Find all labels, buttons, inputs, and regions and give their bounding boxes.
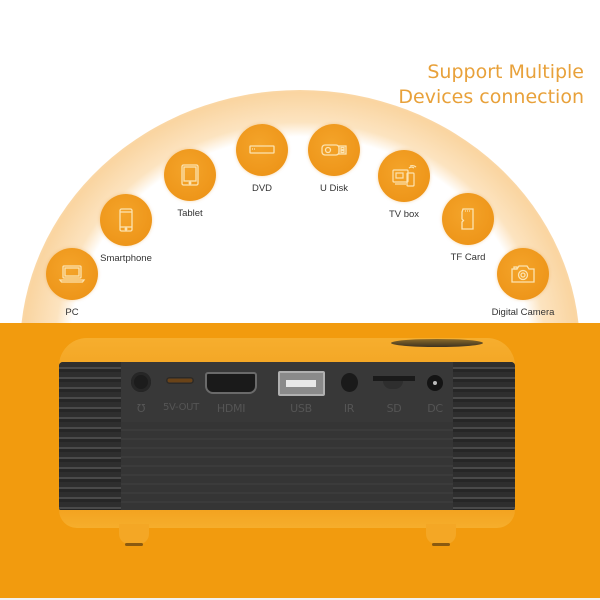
panel-ribs <box>121 422 453 510</box>
port-label-5v-out: 5V-OUT <box>162 402 199 413</box>
headline: Support Multiple Devices connection <box>398 60 584 110</box>
sd-card-slot <box>373 376 415 381</box>
port-label-hdmi: HDMI <box>216 402 246 415</box>
device-smartphone: Smartphone <box>71 194 181 264</box>
port-label-usb: USB <box>290 402 312 415</box>
port-label-audio: ℧ <box>136 402 146 415</box>
tablet-icon <box>164 149 216 201</box>
ir-receiver <box>341 373 358 392</box>
micro-usb-port <box>166 377 194 384</box>
device-label: TV box <box>388 209 420 220</box>
devices-section: Support Multiple Devices connection PC S… <box>17 60 584 323</box>
device-tf-card: TF Card <box>413 193 523 263</box>
sd-slot-notch <box>383 381 403 389</box>
device-label: Smartphone <box>100 253 152 264</box>
device-tablet: Tablet <box>135 149 245 219</box>
usb-a-port <box>278 371 325 396</box>
projector-bottom-shell <box>59 510 515 528</box>
projector-rear-panel: ℧ 5V-OUT HDMI USB IR SD DC <box>59 362 515 510</box>
sd-card-icon <box>442 193 494 245</box>
device-dvd: DVD <box>207 124 317 194</box>
device-pc: PC <box>17 248 127 318</box>
device-label: DVD <box>251 183 273 194</box>
dc-power-port <box>427 375 443 391</box>
headline-line-1: Support Multiple <box>427 61 584 83</box>
projector-foot-right <box>426 524 456 546</box>
device-tv-box: TV box <box>349 150 459 220</box>
audio-jack-port <box>131 372 151 392</box>
camera-icon <box>497 248 549 300</box>
device-digital-camera: Digital Camera <box>468 248 578 318</box>
device-u-disk: U Disk <box>279 124 389 194</box>
hdmi-port <box>205 372 257 394</box>
vent-right <box>453 362 515 510</box>
tv-box-icon <box>378 150 430 202</box>
dvd-player-icon <box>236 124 288 176</box>
device-label: Tablet <box>177 208 203 219</box>
port-label-ir: IR <box>343 402 355 415</box>
vent-left <box>59 362 121 510</box>
projector-foot-left <box>119 524 149 546</box>
device-label: PC <box>65 307 79 318</box>
laptop-icon <box>46 248 98 300</box>
usb-drive-icon <box>308 124 360 176</box>
smartphone-icon <box>100 194 152 246</box>
port-label-dc: DC <box>427 402 443 415</box>
headline-line-2: Devices connection <box>398 86 584 108</box>
projector-image: ℧ 5V-OUT HDMI USB IR SD DC <box>59 338 515 546</box>
device-label: TF Card <box>450 252 486 263</box>
device-label: Digital Camera <box>491 307 555 318</box>
port-panel: ℧ 5V-OUT HDMI USB IR SD DC <box>121 362 453 510</box>
device-label: U Disk <box>320 183 348 194</box>
projector-lens <box>391 339 483 347</box>
bottom-margin <box>0 598 600 600</box>
port-label-sd: SD <box>386 402 402 415</box>
